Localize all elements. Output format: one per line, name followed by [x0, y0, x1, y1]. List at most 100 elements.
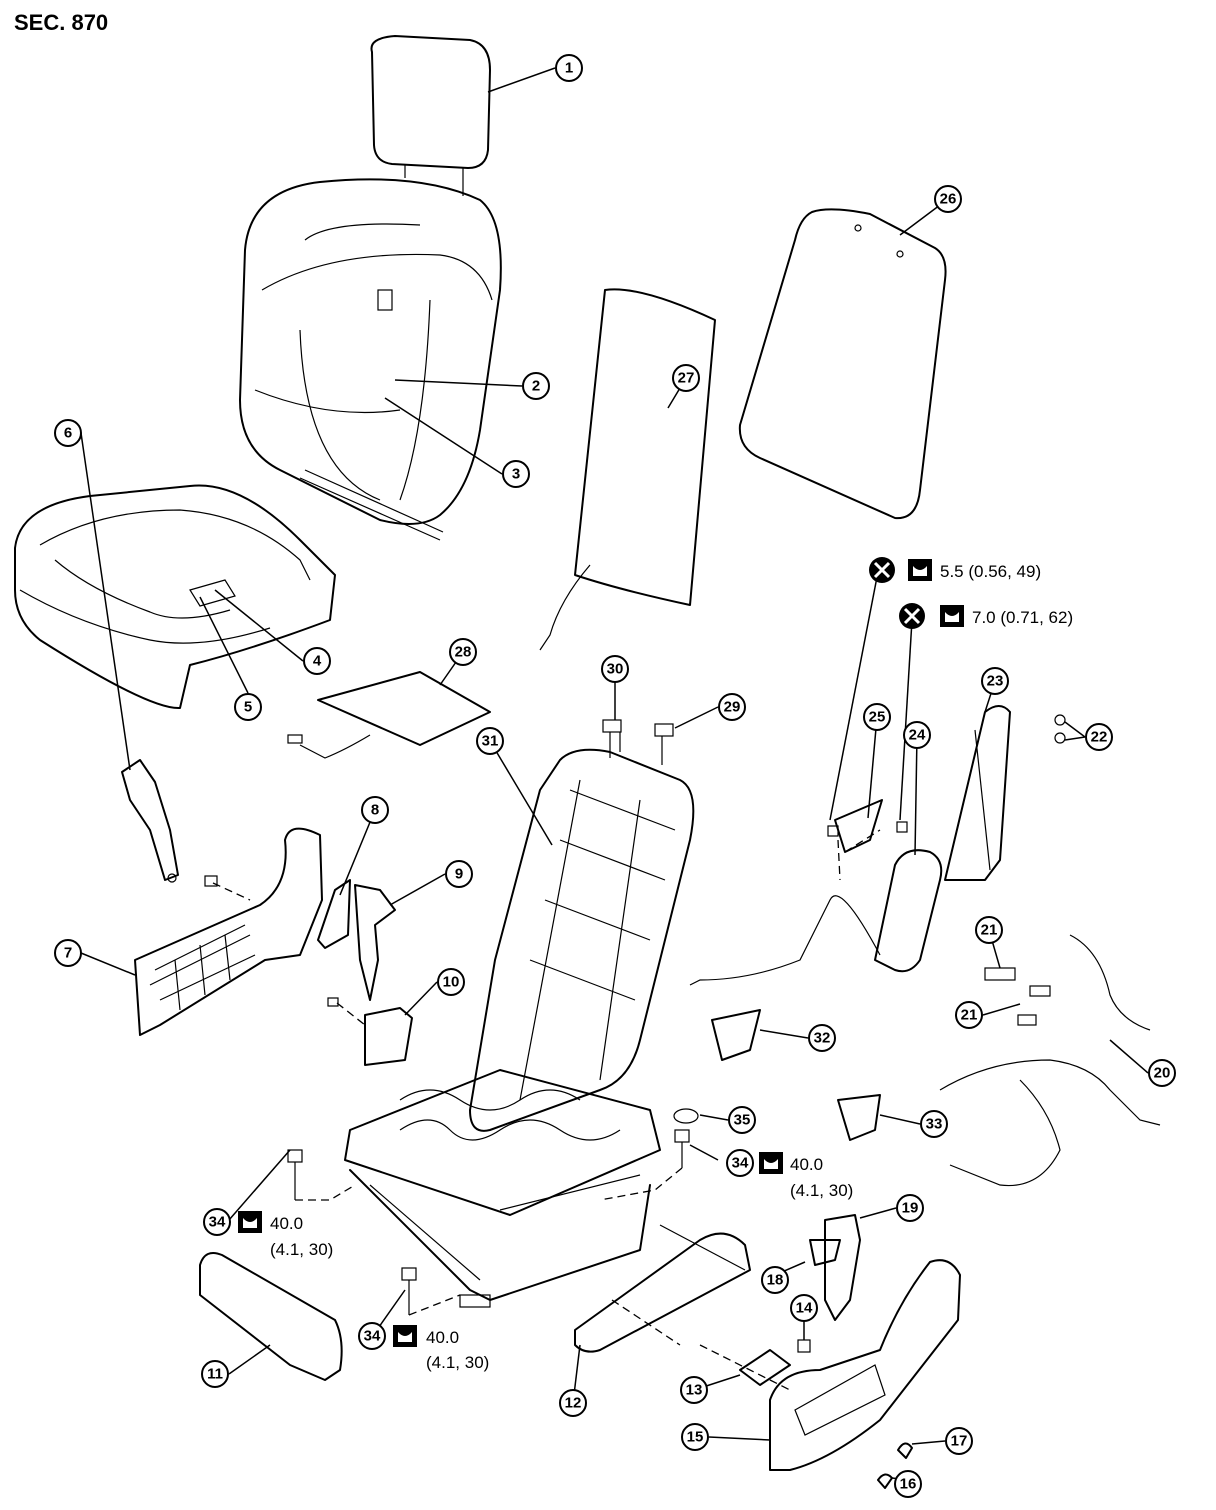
small-parts-left [204, 875, 413, 1066]
cushion-heater [287, 671, 491, 759]
svg-text:(4.1, 30): (4.1, 30) [790, 1181, 853, 1200]
leader-lines [80, 67, 1149, 1481]
callout-29: 29 [718, 693, 746, 721]
svg-text:34: 34 [732, 1155, 749, 1172]
svg-text:40.0: 40.0 [270, 1214, 303, 1233]
callout-12: 12 [559, 1389, 587, 1417]
callout-16: 16 [894, 1470, 922, 1498]
svg-text:21: 21 [981, 922, 998, 939]
svg-text:22: 22 [1091, 729, 1108, 746]
callout-22: 22 [1085, 723, 1113, 751]
callout-24: 24 [903, 721, 931, 749]
svg-text:14: 14 [796, 1300, 813, 1317]
callout-25: 25 [863, 703, 891, 731]
svg-text:10: 10 [443, 974, 460, 991]
svg-text:18: 18 [767, 1272, 784, 1289]
svg-text:20: 20 [1154, 1065, 1171, 1082]
callout-18: 18 [761, 1266, 789, 1294]
svg-text:40.0: 40.0 [790, 1155, 823, 1174]
svg-text:13: 13 [686, 1382, 703, 1399]
svg-text:28: 28 [455, 644, 472, 661]
callout-35: 35 [728, 1106, 756, 1134]
svg-text:27: 27 [678, 370, 695, 387]
side-panel-left [134, 827, 323, 1036]
headrest [370, 35, 491, 196]
callout-6: 6 [54, 419, 82, 447]
alignment-lines [212, 829, 881, 1391]
svg-text:5: 5 [244, 699, 252, 716]
callout-33: 33 [920, 1110, 948, 1138]
torque-wrench-icon [238, 1211, 262, 1233]
seatback-cover [239, 178, 502, 541]
svg-text:5.5 (0.56, 49): 5.5 (0.56, 49) [940, 562, 1041, 581]
seat-frame [344, 748, 695, 1308]
callout-8: 8 [361, 796, 389, 824]
do-not-reuse-icon [869, 557, 895, 583]
do-not-reuse-icon [899, 603, 925, 629]
svg-text:17: 17 [951, 1433, 968, 1450]
svg-text:25: 25 [869, 709, 886, 726]
torque-spec-3: 40.0 (4.1, 30) [238, 1211, 333, 1259]
callout-4: 4 [303, 647, 331, 675]
svg-text:35: 35 [734, 1112, 751, 1129]
svg-text:9: 9 [455, 866, 463, 883]
callout-14: 14 [790, 1294, 818, 1322]
svg-text:2: 2 [532, 378, 540, 395]
callout-34c: 34 [726, 1149, 754, 1177]
torque-wrench-icon [940, 605, 964, 627]
callout-32: 32 [808, 1024, 836, 1052]
svg-text:(4.1, 30): (4.1, 30) [426, 1353, 489, 1372]
seat-cushion-cover [14, 484, 336, 710]
svg-text:30: 30 [607, 661, 624, 678]
svg-text:16: 16 [900, 1476, 917, 1493]
svg-text:15: 15 [687, 1429, 704, 1446]
torque-wrench-icon [393, 1325, 417, 1347]
fasteners [287, 719, 690, 1315]
callout-34b: 34 [358, 1322, 386, 1350]
svg-text:40.0: 40.0 [426, 1328, 459, 1347]
svg-text:34: 34 [364, 1328, 381, 1345]
callout-15: 15 [681, 1423, 709, 1451]
svg-text:26: 26 [940, 191, 957, 208]
torque-wrench-icon [908, 559, 932, 581]
torque-spec-4: 40.0 (4.1, 30) [393, 1325, 489, 1372]
callout-7: 7 [54, 939, 82, 967]
svg-text:24: 24 [909, 727, 926, 744]
svg-text:1: 1 [565, 60, 573, 77]
callout-23: 23 [981, 667, 1009, 695]
callout-30: 30 [601, 655, 629, 683]
back-heater [539, 288, 716, 651]
callout-28: 28 [449, 638, 477, 666]
svg-text:3: 3 [512, 466, 520, 483]
svg-text:31: 31 [482, 733, 499, 750]
callout-17: 17 [945, 1427, 973, 1455]
torque-spec-1: 5.5 (0.56, 49) [869, 557, 1041, 583]
svg-text:7: 7 [64, 945, 72, 962]
torque-wrench-icon [759, 1152, 783, 1174]
back-pad [738, 208, 947, 520]
buckle [121, 759, 179, 883]
callout-21b: 21 [955, 1001, 983, 1029]
callout-10: 10 [437, 968, 465, 996]
svg-text:32: 32 [814, 1030, 831, 1047]
bottom-parts [199, 1009, 961, 1489]
svg-text:7.0 (0.71, 62): 7.0 (0.71, 62) [972, 608, 1073, 627]
callout-21a: 21 [975, 916, 1003, 944]
torque-spec-2: 7.0 (0.71, 62) [899, 603, 1073, 629]
torque-spec-5: 40.0 (4.1, 30) [759, 1152, 853, 1200]
callout-3: 3 [502, 460, 530, 488]
callout-27: 27 [672, 364, 700, 392]
callout-11: 11 [201, 1360, 229, 1388]
svg-text:11: 11 [207, 1366, 223, 1383]
svg-text:19: 19 [902, 1200, 919, 1217]
right-side-parts [689, 705, 1066, 986]
svg-text:12: 12 [565, 1395, 582, 1412]
callout-20: 20 [1148, 1059, 1176, 1087]
callout-9: 9 [445, 860, 473, 888]
svg-text:23: 23 [987, 673, 1004, 690]
callout-1: 1 [555, 54, 583, 82]
section-label: SEC. 870 [14, 10, 109, 35]
svg-text:(4.1, 30): (4.1, 30) [270, 1240, 333, 1259]
svg-text:21: 21 [961, 1007, 978, 1024]
